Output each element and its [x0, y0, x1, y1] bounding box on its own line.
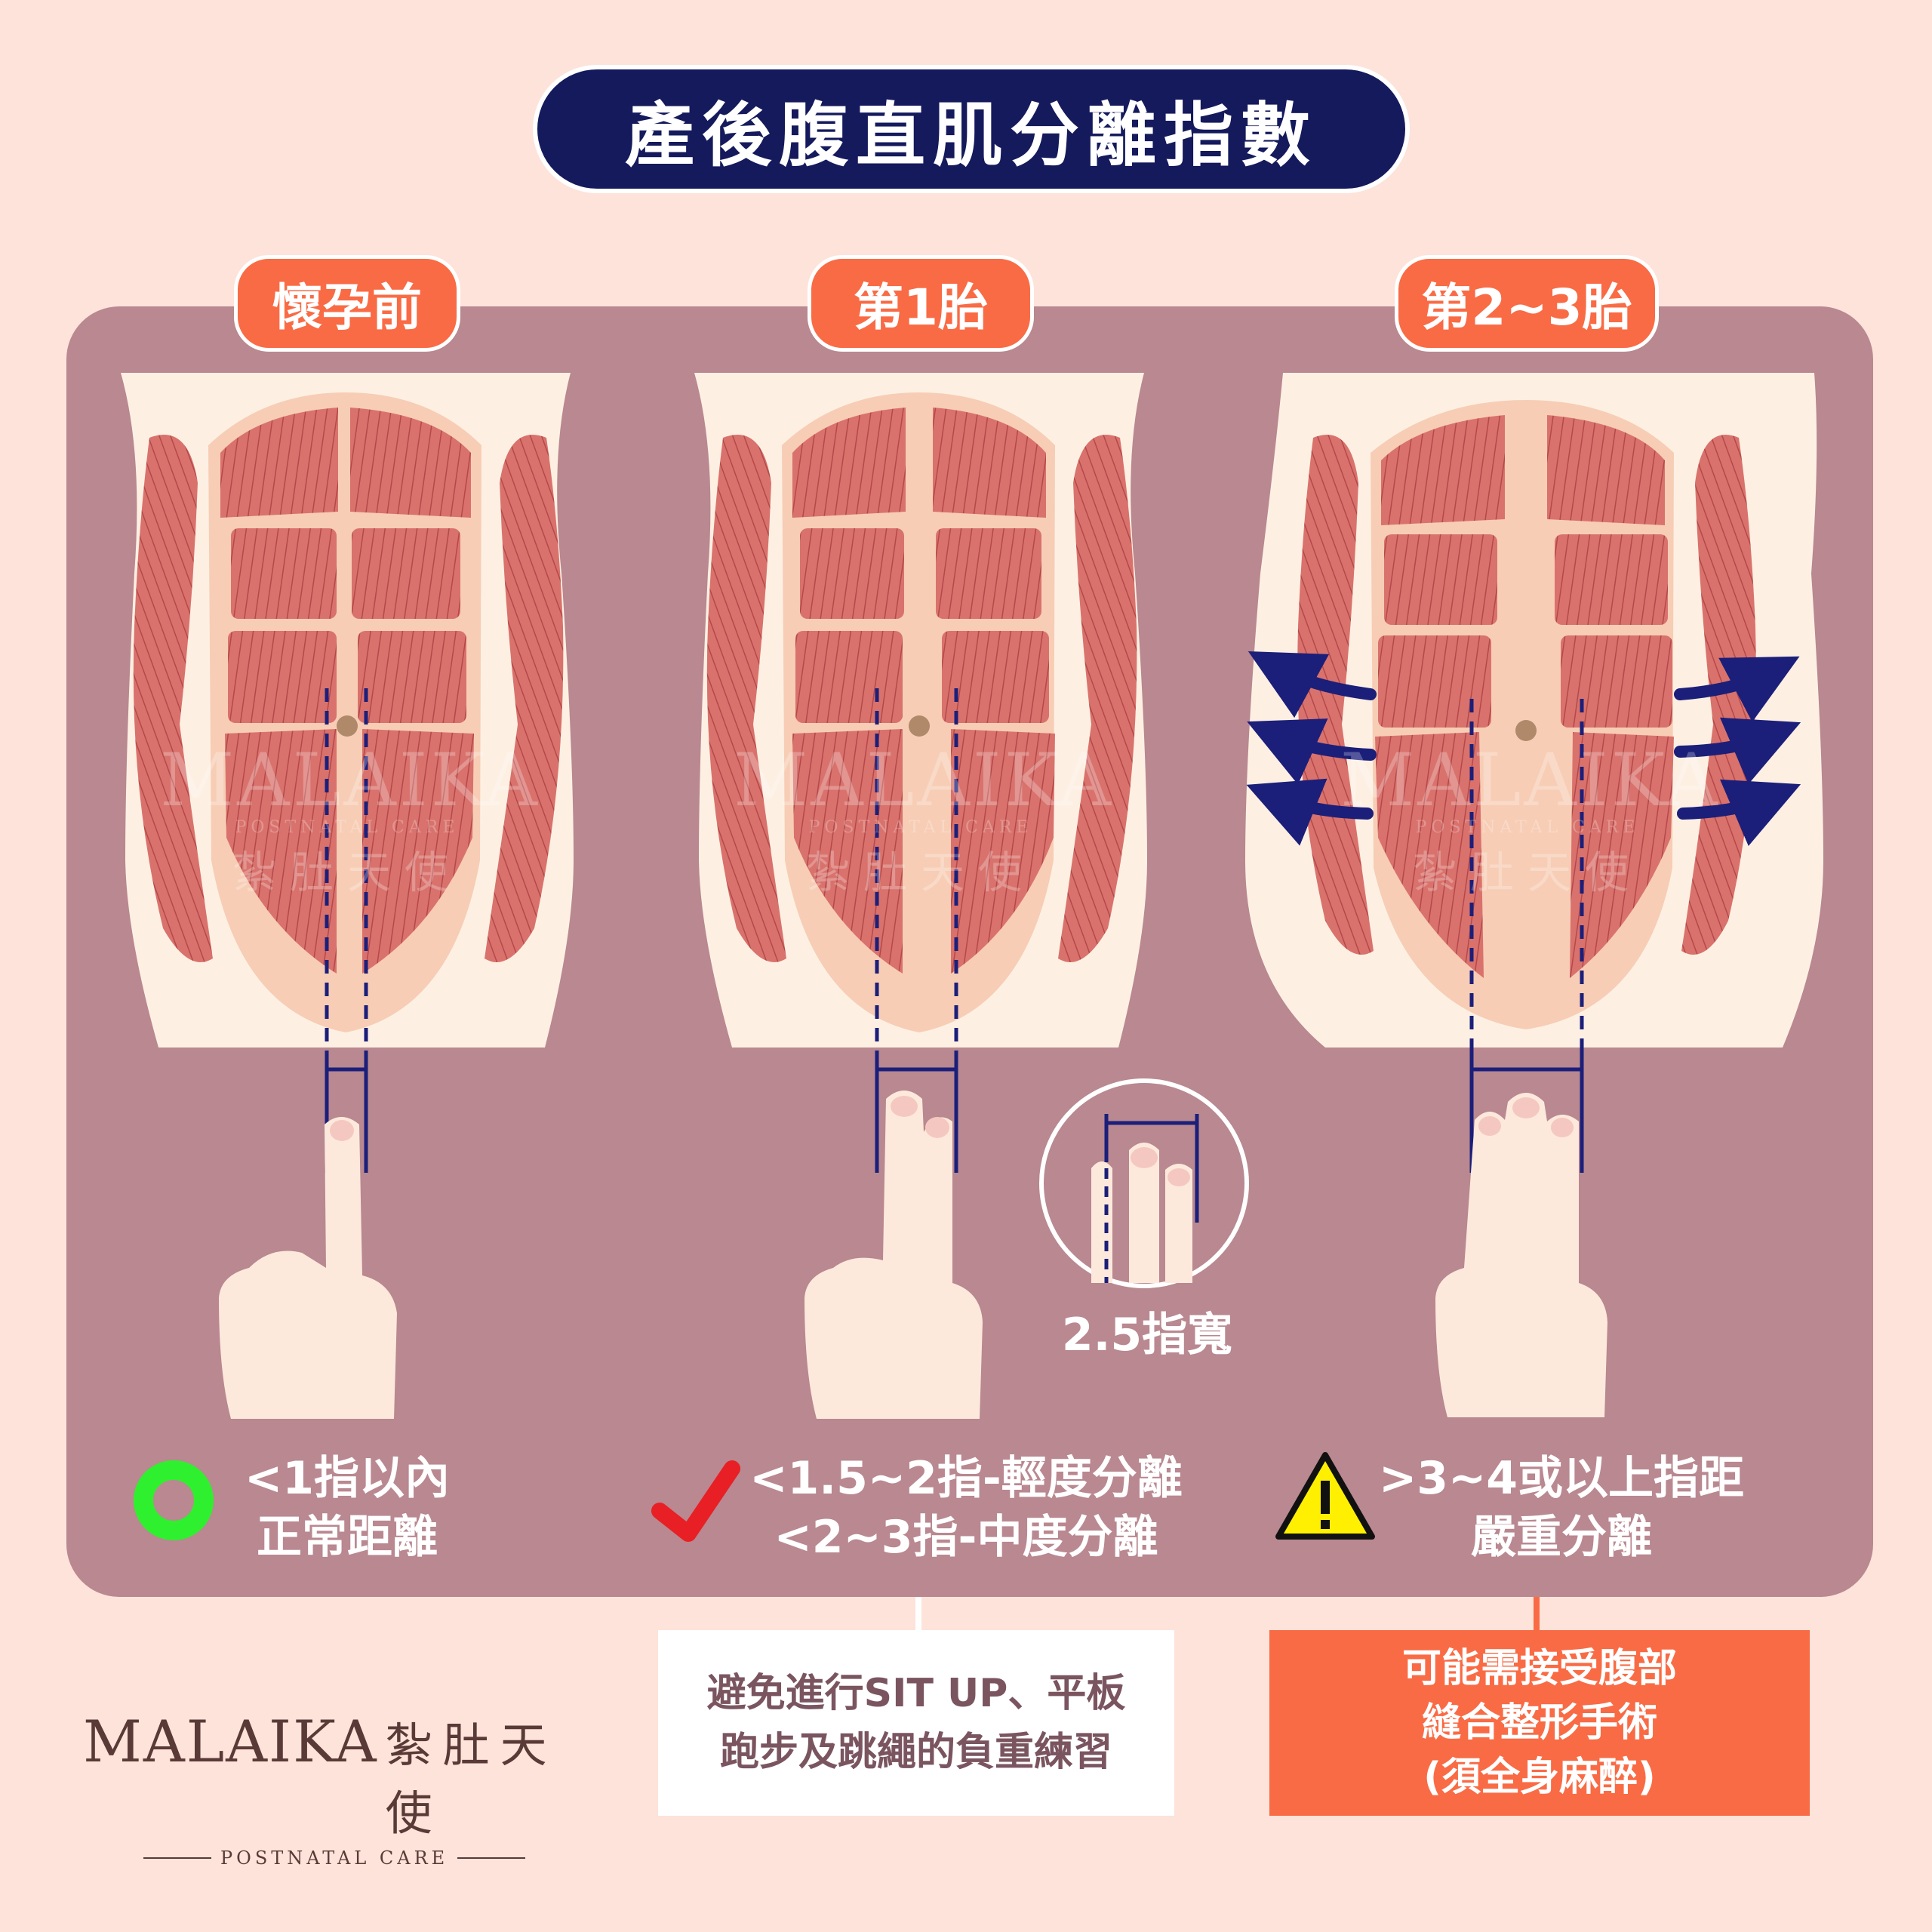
warning-triangle-icon: [1275, 1452, 1375, 1540]
inset-label: 2.5指寬: [1061, 1309, 1233, 1361]
torso-second-third-child: [1245, 373, 1823, 1173]
green-circle-icon: [134, 1460, 214, 1540]
stage-label-first-child: 第1胎: [808, 255, 1034, 352]
red-check-icon: [651, 1460, 740, 1542]
hand-one-finger: [219, 1117, 397, 1419]
finger-width-inset: [1039, 1078, 1249, 1288]
caption-first-child: <1.5~2指-輕度分離 <2~3指-中度分離: [749, 1452, 1183, 1564]
torso-first-child: [694, 373, 1147, 1173]
separation-arrows: [1246, 651, 1801, 847]
page-title: 產後腹直肌分離指數: [533, 65, 1410, 193]
brand-logo: MALAIKA 紮肚天使 POSTNATAL CARE: [83, 1708, 558, 1869]
hand-two-fingers: [804, 1091, 983, 1419]
hand-three-fingers: [1435, 1093, 1607, 1417]
surgery-box: 可能需接受腹部 縫合整形手術 (須全身麻醉): [1269, 1630, 1810, 1816]
caption-second-third-child: >3~4或以上指距 嚴重分離: [1378, 1452, 1745, 1564]
torso-pre-pregnancy: [121, 373, 574, 1173]
caption-pre-pregnancy: <1指以內 正常距離: [244, 1452, 451, 1564]
stage-label-pre-pregnancy: 懷孕前: [234, 255, 460, 352]
stage-label-second-third-child: 第2~3胎: [1395, 255, 1659, 352]
advice-box: 避免進行SIT UP、平板 跑步及跳繩的負重練習: [658, 1630, 1174, 1816]
